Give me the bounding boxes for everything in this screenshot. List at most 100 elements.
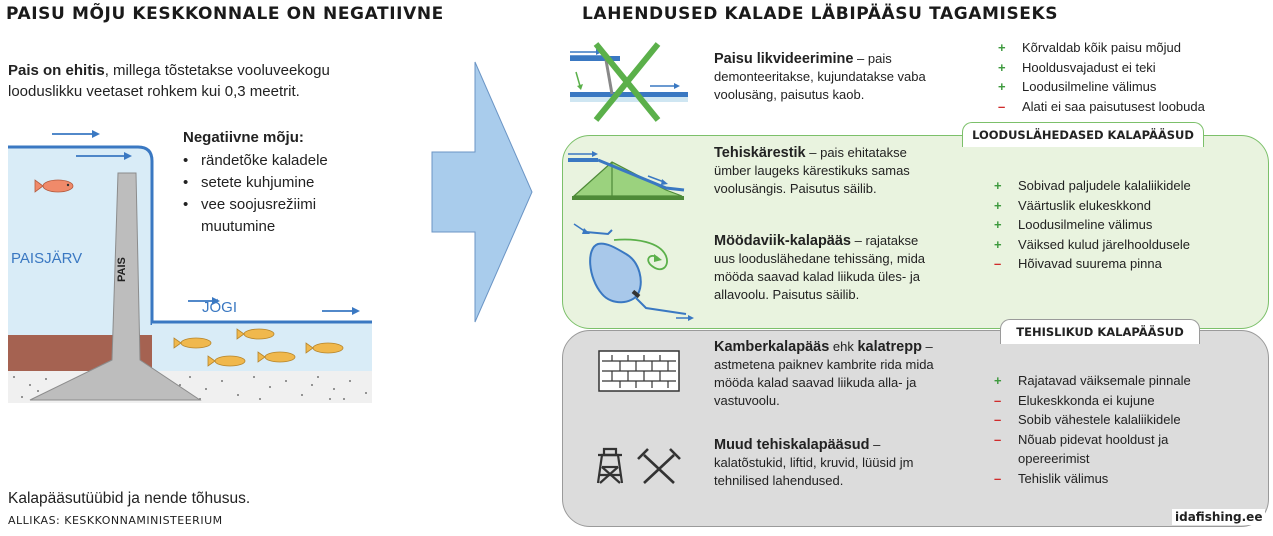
plus-sign: +: [998, 79, 1006, 94]
pros-cons-item: –Nõuab pidevat hooldust ja opereerimist: [994, 430, 1218, 469]
solution-dash: –: [869, 437, 881, 452]
negative-impact-item: rändetõke kaladele: [183, 150, 383, 172]
pros-cons-item: + Loodusilmeline välimus: [998, 77, 1205, 97]
solution-title: Tehiskärestik: [714, 145, 806, 161]
pros-cons-item: + Rajatavad väiksemale pinnale: [994, 371, 1244, 391]
point-text: Sobib vähestele kalaliikidele: [1018, 412, 1181, 427]
reservoir-label: PAISJÄRV: [11, 250, 83, 267]
solution-dash: –: [853, 51, 868, 66]
solution-description: kalatõstukid, liftid, kruvid, lüüsid jm …: [714, 455, 914, 488]
fish-in-reservoir-icon: [34, 179, 74, 193]
minus-sign: –: [998, 98, 1006, 114]
dam-illustration: [8, 130, 372, 403]
pros-cons-item: –Alati ei saa paisutusest loobuda: [998, 97, 1205, 117]
pros-cons-item: –Elukeskkonda ei kujune: [994, 391, 1244, 411]
solution-artificial-rapids: Tehiskärestik – pais ehitatakse ümber la…: [714, 144, 939, 198]
point-text: Sobivad paljudele kalaliikidele: [1018, 178, 1191, 193]
point-text: Nõuab pidevat hooldust ja opereerimist: [1018, 431, 1169, 467]
technical-fishpass-box: [562, 330, 1269, 527]
point-text: Elukeskkonda ei kujune: [1018, 392, 1155, 408]
pros-cons-item: + Sobivad paljudele kalaliikidele: [994, 176, 1191, 196]
crossed-hammers-icon: [637, 448, 681, 484]
site-watermark: idafishing.ee: [1172, 509, 1266, 525]
figure-caption: Kalapääsutüübid ja nende tõhusus.: [8, 490, 251, 507]
solution-description: astmetena paiknev kambrite rida mida möö…: [714, 357, 934, 408]
negative-impact-item: vee soojusrežiimi muutumine: [183, 194, 383, 238]
solution-title: Paisu likvideerimine: [714, 51, 854, 67]
technical-fishpass-tag: TEHISLIKUD KALAPÄÄSUD: [1000, 319, 1200, 344]
pros-cons-item: + Loodusilmeline välimus: [994, 215, 1191, 235]
transition-arrow-icon: [431, 61, 533, 323]
plus-sign: +: [998, 59, 1006, 75]
point-text: Loodusilmeline välimus: [1018, 217, 1153, 232]
removal-pros-cons: + Kõrvaldab kõik paisu mõjud + Hooldusvaja…: [998, 38, 1205, 116]
pros-cons-item: + Väiksed kulud järelhooldusele: [994, 235, 1191, 255]
point-text: Väärtuslik elukeskkond: [1018, 197, 1151, 213]
pros-cons-item: –Tehislik välimus: [994, 469, 1244, 489]
plus-sign: +: [994, 373, 1002, 388]
solution-description: pais demonteeritakse, kujundatakse vaba …: [714, 51, 926, 102]
plus-sign: +: [994, 236, 1002, 252]
pros-cons-item: – Sobib vähestele kalaliikidele: [994, 410, 1244, 430]
plus-sign: +: [998, 40, 1006, 55]
pros-cons-item: – Hõivavad suurema pinna: [994, 254, 1191, 274]
solution-bypass-channel: Möödaviik-kalapääs – rajatakse uus loodu…: [714, 232, 939, 304]
tools-icon: [596, 447, 681, 484]
dam-label: PAIS: [116, 257, 128, 282]
minus-sign: –: [994, 392, 1002, 408]
point-text: Rajatavad väiksemale pinnale: [1018, 373, 1191, 388]
solution-title: Muud tehiskalapääsud: [714, 437, 870, 453]
solution-dash: –: [851, 233, 866, 248]
pros-cons-item: + Hooldusvajadust ei teki: [998, 58, 1205, 78]
artificial-rapids-icon: [568, 151, 685, 200]
plus-sign: +: [994, 217, 1002, 232]
fish-in-river-icons: [173, 328, 344, 367]
dam-body: [29, 172, 202, 401]
point-text: Hõivavad suurema pinna: [1018, 256, 1162, 271]
solution-fish-ladder: Kamberkalapääs ehk kalatrepp – astmetena…: [714, 338, 969, 410]
plus-sign: +: [994, 197, 1002, 213]
pros-cons-item: + Kõrvaldab kõik paisu mõjud: [998, 38, 1205, 58]
solution-title: Möödaviik-kalapääs: [714, 233, 851, 249]
minus-sign: –: [994, 256, 1002, 271]
dam-definition-text: , millega tõstetakse vooluveekogu loodus…: [8, 62, 330, 100]
minus-sign: –: [994, 431, 1002, 447]
left-heading: PAISU MÕJU KESKKONNALE ON NEGATIIVNE: [6, 4, 444, 24]
minus-sign: –: [994, 412, 1002, 427]
flow-arrows: [52, 130, 360, 315]
solution-description: pais ehitatakse ümber laugeks kärestikuk…: [714, 145, 910, 196]
natural-fishpass-box: [562, 135, 1269, 329]
negative-impact-list: rändetõke kaladele setete kuhjumine vee …: [183, 150, 383, 238]
source-note: ALLIKAS: KESKKONNAMINISTEERIUM: [8, 514, 223, 527]
point-text: Tehislik välimus: [1018, 470, 1109, 486]
right-heading: LAHENDUSED KALADE LÄBIPÄÄSU TAGAMISEKS: [582, 4, 1059, 24]
plus-sign: +: [994, 178, 1002, 193]
reservoir-surface-line: [8, 145, 154, 325]
natural-pros-cons: + Sobivad paljudele kalaliikidele + Väärtu…: [994, 176, 1191, 274]
technical-pros-cons: +Rajatavad väiksemale pinnale –Elukeskko…: [994, 371, 1244, 488]
point-text: Väiksed kulud järelhooldusele: [1018, 236, 1191, 252]
solution-description: rajatakse uus looduslähedane tehissäng, …: [714, 233, 926, 302]
dam-definition-term: Pais on ehitis: [8, 62, 105, 79]
solution-conjunction: ehk: [829, 339, 858, 354]
solution-dash: –: [805, 145, 821, 160]
river-label: JÕGI: [202, 299, 238, 316]
dam-definition: Pais on ehitis, millega tõstetakse voolu…: [8, 60, 388, 102]
point-text: Alati ei saa paisutusest loobuda: [1022, 98, 1205, 114]
solution-dam-removal: Paisu likvideerimine – pais demonteerita…: [714, 50, 939, 104]
negative-impact-item: setete kuhjumine: [183, 172, 383, 194]
pros-cons-item: + Väärtuslik elukeskkond: [994, 196, 1191, 216]
negative-impact-title: Negatiivne mõju:: [183, 129, 304, 146]
solution-title-alt: kalatrepp: [857, 339, 922, 355]
point-text: Hooldusvajadust ei teki: [1022, 59, 1156, 75]
bypass-channel-icon: [573, 223, 694, 321]
solution-dash: –: [921, 339, 933, 354]
minus-sign: –: [994, 470, 1002, 486]
natural-fishpass-tag: LOODUSLÄHEDASED KALAPÄÄSUD: [962, 122, 1204, 147]
solution-title: Kamberkalapääs: [714, 339, 830, 355]
solution-other-technical: Muud tehiskalapääsud – kalatõstukid, lif…: [714, 436, 954, 490]
dam-removal-icon: [570, 42, 688, 122]
fish-lift-icon: [596, 447, 624, 484]
point-text: Loodusilmeline välimus: [1022, 79, 1157, 94]
point-text: Kõrvaldab kõik paisu mõjud: [1022, 40, 1181, 55]
